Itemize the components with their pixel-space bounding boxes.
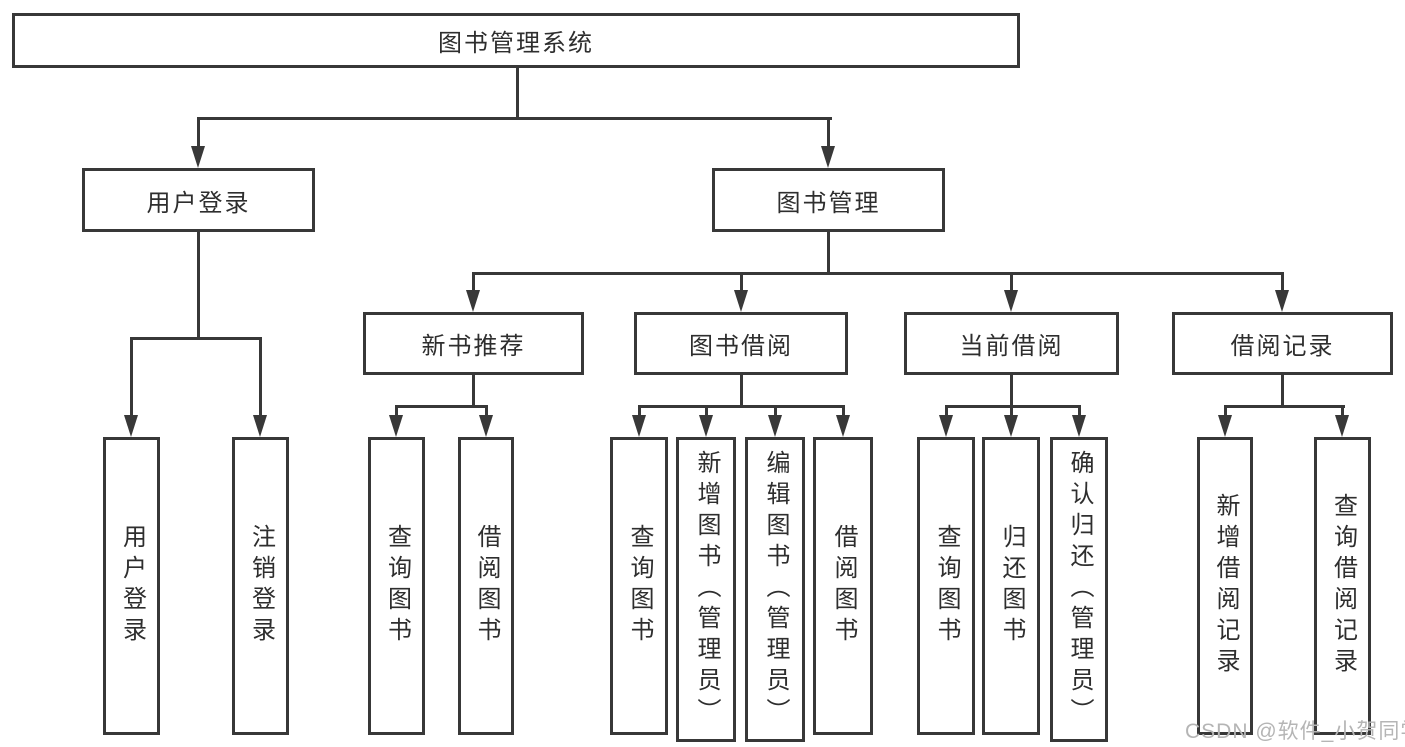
connector-line	[1281, 375, 1284, 405]
connector-line	[197, 117, 832, 120]
node-leaf-borrow-books: 借阅图书	[813, 437, 873, 735]
node-label: 图书借阅	[689, 333, 793, 360]
node-current-borrowing: 当前借阅	[904, 312, 1119, 375]
arrow-down-icon	[1217, 415, 1232, 437]
node-borrowing-records: 借阅记录	[1172, 312, 1393, 375]
connector-line	[395, 405, 398, 417]
node-label: 查询图书	[383, 524, 411, 648]
arrow-down-icon	[1004, 290, 1018, 312]
connector-line	[259, 337, 262, 417]
node-label: 新增图书（管理员）	[693, 450, 720, 729]
node-label: 注销登录	[247, 524, 275, 648]
node-book-borrowing: 图书借阅	[634, 312, 848, 375]
connector-line	[197, 232, 200, 337]
csdn-watermark: CSDN @软件_小贺同学	[1185, 720, 1405, 743]
node-label: 用户登录	[118, 524, 146, 648]
connector-line	[1281, 272, 1284, 292]
connector-line	[827, 117, 830, 148]
node-label: 当前借阅	[959, 333, 1064, 360]
connector-line	[130, 337, 262, 340]
arrow-down-icon	[821, 146, 835, 168]
node-leaf-query-books-current: 查询图书	[917, 437, 975, 735]
connector-line	[1223, 405, 1345, 408]
node-leaf-query-books-borrow: 查询图书	[610, 437, 668, 735]
connector-line	[773, 405, 777, 417]
connector-line	[739, 375, 743, 405]
arrow-down-icon	[1335, 415, 1349, 437]
node-label: 新书推荐	[421, 333, 526, 360]
connector-line	[1223, 405, 1227, 417]
node-leaf-query-borrow-record: 查询借阅记录	[1314, 437, 1371, 735]
arrow-down-icon	[698, 415, 713, 437]
arrow-down-icon	[466, 290, 480, 312]
node-leaf-user-login: 用户登录	[103, 437, 160, 735]
connector-line	[1010, 272, 1013, 292]
connector-line	[637, 405, 641, 417]
node-book-management: 图书管理	[712, 168, 945, 232]
node-leaf-add-borrow-record: 新增借阅记录	[1197, 437, 1253, 735]
node-label: 编辑图书（管理员）	[762, 450, 789, 729]
node-user-login: 用户登录	[82, 168, 315, 232]
arrow-down-icon	[631, 415, 646, 437]
node-label: 查询图书	[626, 524, 653, 648]
connector-line	[944, 405, 948, 417]
connector-line	[944, 405, 1081, 408]
node-label: 借阅记录	[1230, 333, 1335, 360]
node-leaf-edit-book-admin: 编辑图书（管理员）	[745, 437, 805, 742]
arrow-down-icon	[191, 146, 205, 168]
node-leaf-confirm-return-admin: 确认归还（管理员）	[1050, 437, 1108, 742]
connector-line	[1077, 405, 1081, 417]
arrow-down-icon	[733, 290, 748, 312]
connector-line	[485, 405, 488, 417]
arrow-down-icon	[1071, 415, 1086, 437]
connector-line	[197, 117, 200, 148]
node-label: 借阅图书	[473, 524, 500, 648]
node-label: 查询借阅记录	[1329, 493, 1357, 679]
connector-line	[472, 272, 475, 292]
arrow-down-icon	[938, 415, 953, 437]
node-label: 新增借阅记录	[1212, 493, 1239, 679]
node-leaf-query-books-recommend: 查询图书	[368, 437, 425, 735]
node-label: 查询图书	[933, 524, 960, 648]
arrow-down-icon	[835, 415, 850, 437]
node-library-management-system: 图书管理系统	[12, 13, 1020, 68]
connector-line	[1341, 405, 1344, 417]
connector-line	[1009, 405, 1013, 417]
connector-line	[472, 375, 475, 405]
arrow-down-icon	[124, 415, 138, 437]
connector-line	[395, 405, 488, 408]
connector-line	[130, 337, 133, 417]
node-label: 图书管理系统	[438, 30, 594, 57]
connector-line	[739, 272, 743, 292]
arrow-down-icon	[1003, 415, 1018, 437]
connector-line	[841, 405, 845, 417]
node-label: 图书管理	[776, 189, 881, 217]
node-label: 确认归还（管理员）	[1066, 450, 1093, 729]
node-new-book-recommendation: 新书推荐	[363, 312, 584, 375]
node-label: 用户登录	[146, 189, 251, 217]
arrow-down-icon	[253, 415, 267, 437]
arrow-down-icon	[767, 415, 782, 437]
connector-line	[827, 232, 830, 272]
arrow-down-icon	[478, 415, 493, 437]
node-label: 归还图书	[998, 524, 1025, 648]
node-leaf-return-books: 归还图书	[982, 437, 1040, 735]
node-label: 借阅图书	[830, 524, 857, 648]
connector-line	[472, 272, 1284, 275]
connector-line	[1010, 375, 1013, 405]
node-leaf-borrow-books-recommend: 借阅图书	[458, 437, 514, 735]
connector-line	[515, 68, 519, 117]
connector-line	[637, 405, 845, 408]
node-leaf-add-book-admin: 新增图书（管理员）	[676, 437, 736, 742]
arrow-down-icon	[1275, 290, 1289, 312]
connector-line	[704, 405, 708, 417]
node-leaf-logout: 注销登录	[232, 437, 289, 735]
arrow-down-icon	[389, 415, 403, 437]
